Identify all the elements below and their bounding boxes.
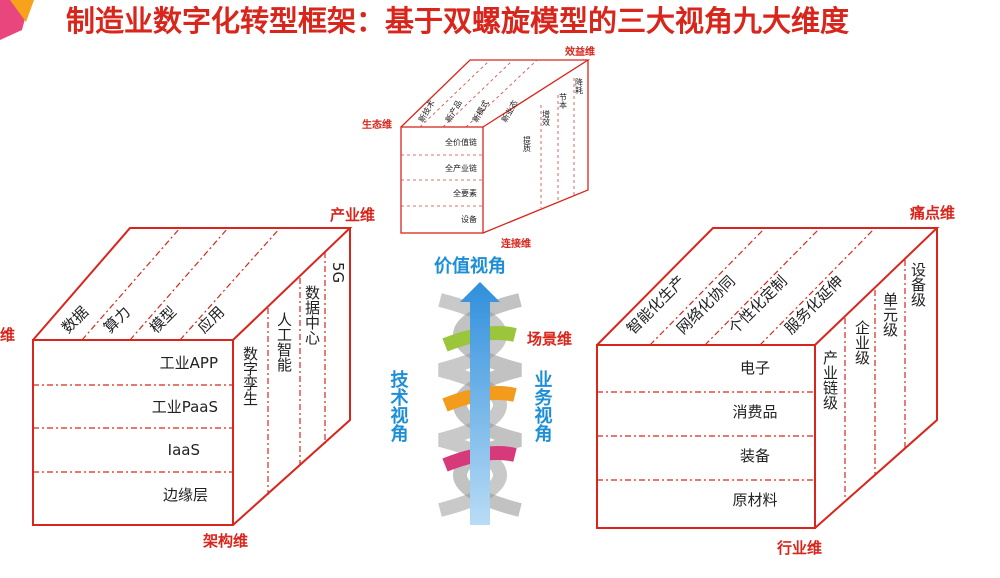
right-cube-front-item: 原材料 — [732, 491, 777, 509]
label-tech-perspective: 技术视角 — [388, 369, 409, 443]
label-ecology-dimension: 生态维 — [362, 118, 392, 131]
left-cube-side-item: 数字孪生 — [241, 346, 259, 406]
label-architecture-dimension: 架构维 — [202, 532, 248, 550]
value-arrow — [460, 282, 500, 525]
left-cube-top-item: 算力 — [100, 303, 134, 337]
top-cube-front-item: 设备 — [461, 214, 477, 224]
left-cube — [32, 227, 353, 526]
label-pain-point-dimension: 痛点维 — [909, 204, 955, 222]
top-cube-side-item: 节本 — [559, 93, 568, 110]
left-cube-top-item: 数据 — [58, 303, 92, 337]
top-cube-top-item: 新模式 — [470, 98, 491, 124]
right-cube-side-item: 产业链级 — [821, 350, 839, 410]
left-cube-top-item: 应用 — [194, 303, 228, 337]
right-cube-side-item: 设备级 — [909, 262, 927, 307]
right-cube — [596, 227, 940, 529]
left-cube-front-item: 工业PaaS — [152, 398, 218, 416]
left-cube-front-item: IaaS — [168, 441, 200, 459]
right-cube-front-item: 电子 — [740, 359, 770, 377]
left-cube-front-item: 工业APP — [160, 354, 218, 372]
top-cube — [400, 59, 591, 234]
left-cube-front-item: 边缘层 — [163, 486, 208, 504]
top-cube-front-item: 全要素 — [453, 188, 477, 198]
right-cube-top-item: 服务化延伸 — [781, 272, 847, 338]
label-left-dimension: 维 — [0, 326, 15, 344]
label-scene-dimension: 场景维 — [527, 330, 572, 348]
page-title: 制造业数字化转型框架：基于双螺旋模型的三大视角九大维度 — [66, 4, 850, 38]
right-cube-front-item: 装备 — [740, 447, 770, 465]
left-cube-side-item: 人工智能 — [275, 312, 293, 373]
label-benefit-dimension: 效益维 — [565, 45, 595, 58]
top-cube-front-item: 全产业链 — [445, 163, 477, 173]
label-connect-dimension: 连接维 — [501, 237, 531, 250]
top-cube-side-item: 提质 — [523, 135, 532, 153]
left-cube-top-item: 模型 — [146, 303, 180, 337]
label-sector-dimension: 行业维 — [776, 539, 822, 557]
left-cube-side-item: 数据中心 — [303, 285, 321, 345]
right-cube-side-item: 单元级 — [881, 292, 899, 337]
top-cube-top-item: 新业态 — [499, 98, 520, 124]
left-cube-side-item: 5G — [329, 262, 347, 283]
right-cube-front-item: 消费品 — [732, 403, 777, 421]
label-business-perspective: 业务视角 — [532, 370, 553, 443]
label-industry-dimension: 产业维 — [330, 206, 375, 224]
top-cube-side-item: 增效 — [542, 109, 551, 127]
top-cube-top-item: 新技术 — [416, 98, 437, 124]
right-cube-side-item: 企业级 — [853, 319, 871, 365]
label-value-perspective: 价值视角 — [434, 255, 506, 277]
double-helix — [438, 282, 522, 525]
top-cube-front-item: 全价值链 — [445, 137, 477, 147]
top-cube-side-item: 降耗 — [575, 77, 584, 95]
